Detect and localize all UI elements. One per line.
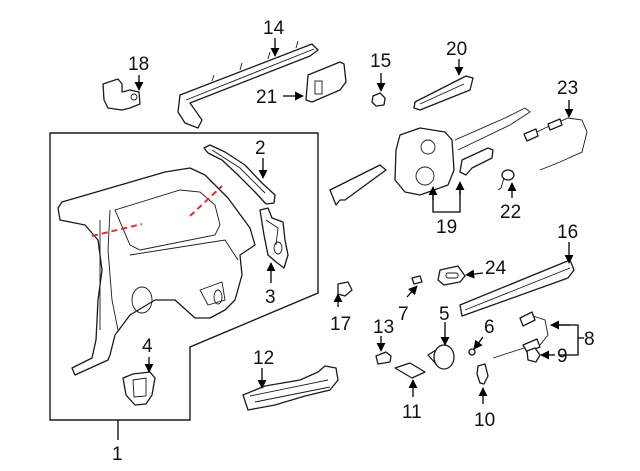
callout-20[interactable]: 20 [446,39,467,60]
sill-extension[interactable] [242,365,339,411]
callout-13[interactable]: 13 [373,317,394,338]
callout-17[interactable]: 17 [330,314,351,335]
plate[interactable] [394,362,426,379]
callout-15[interactable]: 15 [370,51,391,72]
fuel-filler-housing[interactable] [122,371,156,406]
clip[interactable] [371,92,386,107]
callout-19[interactable]: 19 [436,217,457,238]
cut-line-right [189,185,223,217]
callout-14[interactable]: 14 [263,18,285,39]
opener-cable[interactable] [492,311,549,359]
callout-21[interactable]: 21 [256,87,277,108]
leader-19 [432,183,461,213]
fuel-door[interactable] [427,344,455,370]
callout-9[interactable]: 9 [557,346,568,367]
inner-bracket[interactable] [259,207,289,269]
callout-18[interactable]: 18 [128,54,149,75]
callout-6[interactable]: 6 [484,317,495,338]
pad[interactable] [375,351,392,365]
pillar-reinforcement[interactable] [203,144,276,205]
quarter-panel[interactable] [57,167,256,376]
cable-clip[interactable] [497,169,515,191]
leader-7 [406,285,418,298]
callout-11[interactable]: 11 [402,402,422,423]
cut-line-left [91,223,143,237]
callout-3[interactable]: 3 [265,287,276,308]
cable-retainer[interactable] [526,347,541,363]
callout-16[interactable]: 16 [557,222,578,243]
callout-8[interactable]: 8 [584,329,595,350]
screw[interactable] [468,348,476,356]
callout-1[interactable]: 1 [112,444,123,465]
assembly-frame [49,132,319,421]
leader-24 [465,269,484,279]
leader-6 [473,336,484,350]
callout-12[interactable]: 12 [253,348,274,369]
callout-22[interactable]: 22 [500,202,521,223]
callout-7[interactable]: 7 [398,304,409,325]
side-molding[interactable] [459,259,575,317]
latch[interactable] [476,363,489,385]
callout-4[interactable]: 4 [142,336,153,357]
bumper-stop[interactable] [337,281,353,297]
hinge-bracket[interactable] [102,78,141,111]
lock-actuator-assembly[interactable] [329,107,531,206]
callout-5[interactable]: 5 [439,304,450,325]
callout-23[interactable]: 23 [557,78,578,99]
release-cable[interactable] [523,117,588,171]
rail-molding[interactable] [177,40,319,129]
fuel-door-cover[interactable] [305,61,347,103]
grommet[interactable] [437,265,466,286]
handle-cover[interactable] [413,75,474,111]
callout-10[interactable]: 10 [474,410,495,431]
retainer-clip[interactable] [411,275,423,285]
callout-24[interactable]: 24 [485,258,507,279]
callout-2[interactable]: 2 [255,138,266,159]
